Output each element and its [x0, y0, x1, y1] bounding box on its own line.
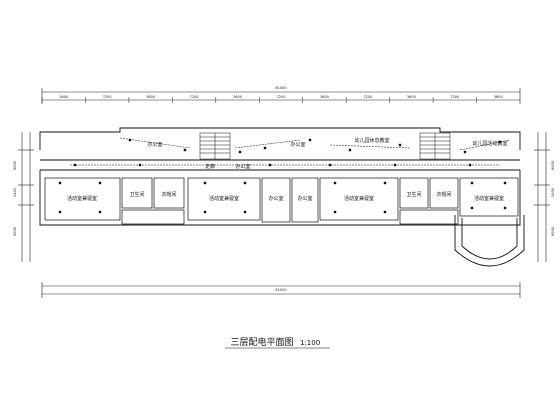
room-labels: 活动室兼寝室 卫生间 衣帽间 活动室兼寝室 办公室 办公室 活动室兼寝室 卫生间…	[67, 137, 508, 202]
fixture-symbol	[73, 163, 77, 167]
room-label-office-north-2: 办公室	[290, 141, 305, 148]
top-dimension-line	[41, 88, 521, 104]
drawing-scale: 1:100	[300, 339, 320, 347]
dimension-segment-label: 3600	[146, 95, 155, 99]
dimension-segment-label: 7200	[103, 95, 112, 99]
fixture-symbol	[470, 206, 474, 210]
room-label-office-1: 办公室	[268, 195, 283, 202]
fixture-symbol	[268, 163, 272, 167]
fixture-symbol	[470, 181, 474, 185]
classroom-walls	[44, 177, 519, 225]
dimension-segment-label: 3600	[407, 95, 416, 99]
side-dim-right-1: 6000	[551, 161, 555, 170]
fixture-symbol	[58, 210, 62, 214]
room-label-north-a: 幼儿园休息教室	[354, 137, 389, 144]
fixture-symbol	[263, 146, 267, 150]
side-dim-right-2: 2400	[551, 188, 555, 197]
fixture-symbol	[398, 143, 402, 147]
room-label-office-2: 办公室	[297, 195, 312, 202]
fixture-symbol	[308, 138, 312, 142]
fixture-symbol	[503, 206, 507, 210]
electrical-fixtures	[58, 138, 507, 214]
fixture-symbol	[98, 181, 102, 185]
fixture-symbol	[333, 181, 337, 185]
fixture-symbol	[463, 150, 467, 154]
fixture-symbol	[243, 181, 247, 185]
room-label-storage-2: 衣帽间	[436, 191, 451, 198]
room-label-office-north-3: 办公室	[235, 163, 250, 170]
side-dim-left-3: 6000	[13, 227, 17, 236]
room-label-toilet-1: 卫生间	[129, 191, 144, 198]
fixture-symbol	[203, 181, 207, 185]
fixture-symbol	[498, 140, 502, 144]
fixture-symbol	[138, 163, 142, 167]
fixture-symbol	[98, 210, 102, 214]
room-label-classroom-4: 活动室兼寝室	[474, 195, 504, 202]
drawing-title-block: 三层配电平面图 1:100	[225, 336, 330, 349]
fixture-symbol	[243, 210, 247, 214]
room-label-toilet-2: 卫生间	[406, 191, 421, 198]
room-label-office-north-1: 办公室	[147, 141, 162, 148]
wiring-runs	[70, 137, 511, 166]
overall-dimension-bottom: 81000	[275, 288, 286, 292]
overall-dimension-top: 81000	[275, 86, 286, 90]
room-label-north-b: 幼儿园活动教室	[472, 140, 507, 147]
bottom-dimension-line	[41, 282, 521, 298]
dimension-segment-label: 3600	[494, 95, 503, 99]
drawing-title: 三层配电平面图	[230, 336, 293, 348]
dimension-segment-label: 7200	[277, 95, 286, 99]
fixture-symbol	[383, 210, 387, 214]
side-dim-left-1: 6000	[13, 161, 17, 170]
room-label-corridor: 走廊	[205, 163, 215, 170]
fixture-symbol	[503, 181, 507, 185]
room-label-classroom-2: 活动室兼寝室	[209, 195, 239, 202]
fixture-symbol	[183, 148, 187, 152]
fixture-symbol	[393, 163, 397, 167]
stairwell-east	[419, 132, 451, 160]
fixture-symbol	[348, 148, 352, 152]
dimension-segment-label: 7200	[363, 95, 372, 99]
stairwell-west	[199, 132, 231, 160]
fixture-symbol	[128, 138, 132, 142]
dimension-segment-label: 3600	[59, 95, 68, 99]
dimension-segment-label: 7200	[190, 95, 199, 99]
room-label-classroom-1: 活动室兼寝室	[67, 195, 97, 202]
room-label-storage-1: 衣帽间	[161, 191, 176, 198]
fixture-symbol	[383, 181, 387, 185]
fixture-symbol	[328, 163, 332, 167]
top-dimension-ticks: 3600 7200 3600 7200 3600 7200 3600 7200 3600 7200…	[41, 95, 503, 103]
fixture-symbol	[58, 181, 62, 185]
side-dim-left-2: 2400	[13, 188, 17, 197]
fixture-symbol	[238, 150, 242, 154]
side-dim-right-3: 6000	[551, 227, 555, 236]
fixture-symbol	[203, 210, 207, 214]
room-label-classroom-3: 活动室兼寝室	[344, 195, 374, 202]
building-outline	[39, 127, 525, 267]
fixture-symbol	[333, 210, 337, 214]
side-dimension-lines	[18, 132, 550, 262]
dimension-segment-label: 3600	[233, 95, 242, 99]
fixture-symbol	[468, 163, 472, 167]
dimension-segment-label: 7200	[450, 95, 459, 99]
dimension-segment-label: 3600	[320, 95, 329, 99]
